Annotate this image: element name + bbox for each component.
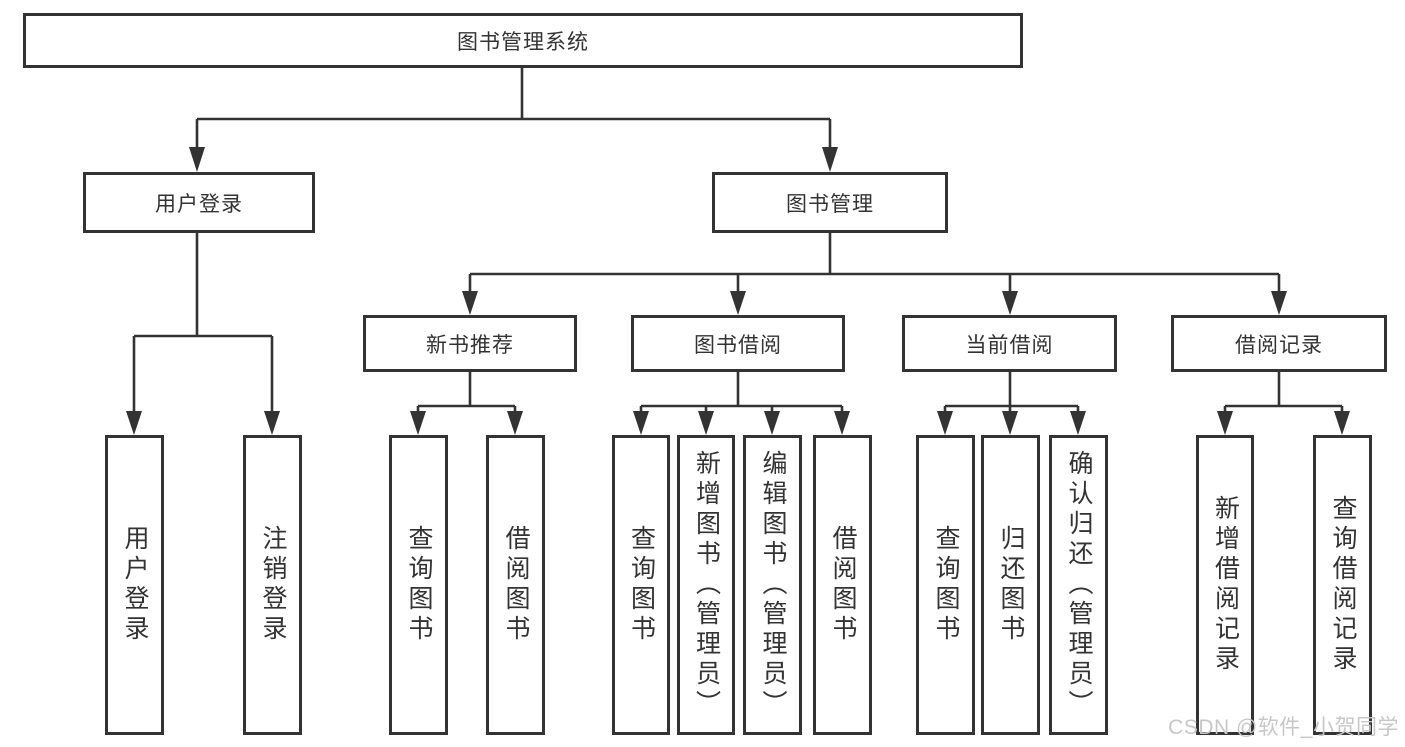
csdn-watermark: CSDN @软件_小贺同学 (1168, 716, 1399, 739)
leaf-current-query-books: 查询图书 (916, 435, 975, 735)
leaf-borrow-add-books-admin: 新增图书（管理员） (677, 435, 735, 735)
leaf-logout-label: 注销登录 (259, 525, 287, 645)
node-book-management: 图书管理 (712, 172, 948, 233)
node-new-book-recommend: 新书推荐 (363, 315, 577, 372)
leaf-current-return-books: 归还图书 (981, 435, 1040, 735)
leaf-newbook-query-books-label: 查询图书 (405, 525, 433, 645)
leaf-records-add-record: 新增借阅记录 (1196, 435, 1254, 735)
node-book-borrow-label: 图书借阅 (694, 333, 782, 357)
node-root-label: 图书管理系统 (457, 30, 589, 54)
node-new-book-recommend-label: 新书推荐 (426, 333, 514, 357)
leaf-records-query-record: 查询借阅记录 (1313, 435, 1372, 735)
node-borrow-records: 借阅记录 (1171, 315, 1387, 372)
leaf-newbook-borrow-books-label: 借阅图书 (502, 525, 530, 645)
leaf-user-login: 用户登录 (105, 435, 164, 735)
leaf-borrow-edit-books-admin-label: 编辑图书（管理员） (759, 450, 787, 720)
arrowheads (126, 147, 1350, 435)
node-user-login-label: 用户登录 (155, 192, 243, 216)
node-book-borrow: 图书借阅 (631, 315, 845, 372)
leaf-newbook-query-books: 查询图书 (389, 435, 448, 735)
leaf-borrow-query-books-label: 查询图书 (627, 525, 656, 645)
leaf-current-query-books-label: 查询图书 (932, 525, 960, 645)
node-current-borrow: 当前借阅 (902, 315, 1117, 372)
node-current-borrow-label: 当前借阅 (965, 333, 1054, 357)
leaf-current-return-books-label: 归还图书 (997, 525, 1025, 645)
node-borrow-records-label: 借阅记录 (1235, 333, 1323, 357)
leaf-borrow-edit-books-admin: 编辑图书（管理员） (743, 435, 802, 735)
node-root-system: 图书管理系统 (23, 13, 1023, 68)
node-book-management-label: 图书管理 (786, 192, 874, 216)
node-user-login: 用户登录 (83, 172, 315, 233)
leaf-borrow-borrow-books-label: 借阅图书 (829, 525, 857, 645)
leaf-borrow-query-books: 查询图书 (612, 435, 670, 735)
leaf-current-confirm-return-admin: 确认归还（管理员） (1049, 435, 1108, 735)
leaf-newbook-borrow-books: 借阅图书 (486, 435, 545, 735)
leaf-borrow-add-books-admin-label: 新增图书（管理员） (692, 450, 721, 720)
leaf-borrow-borrow-books: 借阅图书 (813, 435, 872, 735)
leaf-logout: 注销登录 (243, 435, 302, 735)
leaf-current-confirm-return-admin-label: 确认归还（管理员） (1065, 450, 1093, 720)
leaf-user-login-label: 用户登录 (121, 525, 149, 645)
leaf-records-add-record-label: 新增借阅记录 (1211, 495, 1240, 675)
leaf-records-query-record-label: 查询借阅记录 (1329, 495, 1357, 675)
